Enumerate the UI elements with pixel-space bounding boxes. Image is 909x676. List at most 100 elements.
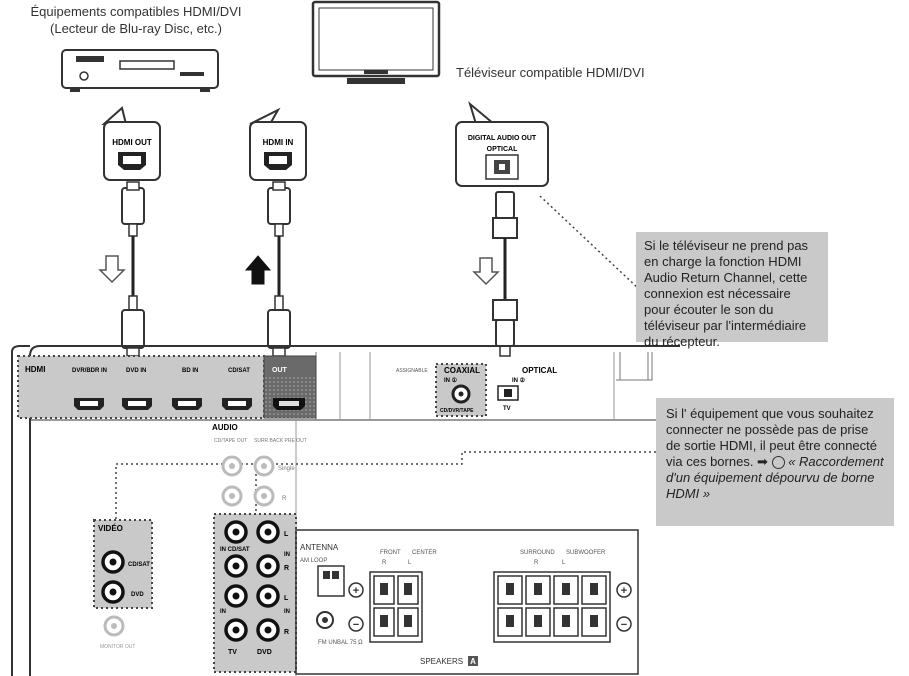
- source-device-sublabel: (Lecteur de Blu-ray Disc, etc.): [50, 21, 222, 36]
- coaxial-block: [435, 363, 487, 417]
- speaker-terminal-block-surround: [493, 571, 611, 643]
- panel-surround-l-label: L: [562, 560, 566, 566]
- rca-jack-icon: [256, 618, 280, 642]
- am-loop-post: [323, 571, 330, 579]
- plus-icon: +: [348, 582, 364, 598]
- hdmi-port-icon: [122, 398, 152, 410]
- panel-speakers-label: SPEAKERS: [420, 657, 463, 666]
- panel-monitor-out-label: MONITOR OUT: [100, 644, 135, 650]
- speaker-panel: [295, 529, 639, 675]
- panel-dvr-bdr-in-label: DVR/BDR IN: [72, 368, 107, 374]
- panel-front-r-label: R: [382, 560, 387, 566]
- am-loop-post: [332, 571, 339, 579]
- am-loop-terminal: [317, 565, 345, 597]
- panel-l-label: L: [284, 595, 289, 602]
- hdmi-in-bubble: HDMI IN: [249, 107, 307, 181]
- hdmi-port-icon: [172, 398, 202, 410]
- rca-jack-icon: [101, 580, 125, 604]
- panel-coaxial-sub-label: CD/DVR/TAPE: [440, 408, 474, 414]
- panel-r-label: R: [284, 565, 289, 572]
- panel-out-label: OUT: [272, 367, 288, 374]
- no-hdmi-note-text: Si l' équipement que vous souhaitez conn…: [666, 406, 877, 469]
- panel-video-cd-sat-label: CD/SAT: [128, 562, 150, 568]
- panel-optical-in-label: IN ②: [512, 377, 526, 384]
- minus-icon: −: [348, 616, 364, 632]
- hdmi-input-block: HDMI DVR/BDR IN DVD IN BD IN CD/SAT: [17, 355, 265, 419]
- bluray-player-icon: [61, 49, 219, 92]
- panel-dvd-label: DVD: [257, 649, 272, 656]
- arc-note-text: Si le téléviseur ne prend pas en charge …: [644, 238, 809, 349]
- panel-in-label: IN: [284, 552, 290, 558]
- no-hdmi-note-leader: [115, 451, 656, 520]
- rca-jack-icon: [256, 584, 280, 608]
- panel-coaxial-in-label: IN ①: [444, 377, 458, 384]
- plus-label: +: [353, 585, 359, 597]
- minus-label: −: [353, 619, 359, 631]
- panel-am-loop-label: AM LOOP: [300, 558, 327, 564]
- panel-in-label: IN: [284, 609, 290, 615]
- plus-icon: +: [616, 582, 632, 598]
- panel-r-label: R: [282, 496, 287, 502]
- rca-jack-icon: [101, 550, 125, 574]
- arrow-down-icon: [98, 255, 126, 284]
- panel-hdmi-label: HDMI: [25, 365, 45, 374]
- panel-surround-r-label: R: [534, 560, 539, 566]
- panel-in-label: IN: [220, 609, 226, 615]
- panel-front-label: FRONT: [380, 550, 401, 556]
- rca-jack-icon: [224, 618, 248, 642]
- rca-jack-icon: [256, 520, 280, 544]
- panel-cd-sat-label: CD/SAT: [228, 368, 250, 374]
- hdmi-port-icon: [273, 398, 305, 410]
- rca-jack-icon: [224, 520, 248, 544]
- arc-note: Si le téléviseur ne prend pas en charge …: [636, 232, 828, 349]
- no-hdmi-note-reference: « Raccordement d'un équipement dépourvu …: [666, 454, 884, 501]
- hdmi-output-block: OUT: [263, 355, 317, 419]
- rca-jack-icon: [224, 554, 248, 578]
- coaxial-jack-icon: [451, 384, 471, 404]
- page-ref-icon: [771, 456, 785, 470]
- hdmi-cable-tv: [267, 181, 291, 357]
- plus-label: +: [621, 585, 627, 597]
- panel-audio-label: AUDIO: [212, 423, 238, 432]
- panel-bd-in-label: BD IN: [182, 368, 198, 374]
- panel-dvd-in-label: DVD IN: [126, 368, 146, 374]
- rca-jack-icon: [103, 615, 125, 637]
- panel-coaxial-label: COAXIAL: [444, 366, 480, 375]
- arc-note-leader: [539, 195, 641, 291]
- panel-r-label: R: [284, 629, 289, 636]
- panel-center-label: CENTER: [412, 550, 437, 556]
- tv-icon: [311, 0, 441, 84]
- source-device-label: Équipements compatibles HDMI/DVI: [30, 4, 242, 19]
- panel-video-label: VIDÉO: [98, 524, 123, 533]
- speakers-badge-label: A: [470, 657, 476, 666]
- hdmi-out-bubble: HDMI OUT: [101, 106, 161, 181]
- panel-in-cd-sat-label: IN CD/SAT: [220, 547, 250, 553]
- hdmi-cable-source: [121, 181, 145, 357]
- rca-jack-icon: [253, 455, 275, 477]
- rca-jack-icon: [224, 584, 248, 608]
- panel-assignable-label: ASSIGNABLE: [396, 368, 428, 374]
- arrow-down-icon: [472, 257, 500, 286]
- panel-subwoofer-label: SUBWOOFER: [566, 550, 606, 556]
- source-device-caption: Équipements compatibles HDMI/DVI (Lecteu…: [6, 3, 266, 37]
- hdmi-in-label: HDMI IN: [263, 138, 294, 147]
- panel-optical-label: OPTICAL: [522, 366, 557, 375]
- speakers-badge: [468, 656, 478, 666]
- hdmi-out-label: HDMI OUT: [112, 138, 152, 147]
- optical-bubble-label: OPTICAL: [487, 146, 518, 153]
- panel-l-label: L: [284, 531, 289, 538]
- panel-optical-tv-label: TV: [503, 406, 511, 412]
- digital-audio-out-bubble: DIGITAL AUDIO OUT OPTICAL: [455, 101, 549, 187]
- fm-jack-icon: [316, 611, 334, 629]
- optical-jack-icon: [497, 385, 519, 401]
- digital-audio-out-label: DIGITAL AUDIO OUT: [468, 135, 537, 142]
- minus-label: −: [621, 619, 627, 631]
- panel-cd-tape-out-label: CD/TAPE OUT: [214, 438, 247, 444]
- no-hdmi-note: Si l' équipement que vous souhaitez conn…: [656, 398, 894, 526]
- panel-antenna-label: ANTENNA: [300, 543, 339, 552]
- hdmi-port-icon: [74, 398, 104, 410]
- tv-caption: Téléviseur compatible HDMI/DVI: [456, 65, 645, 80]
- rca-jack-icon: [253, 485, 275, 507]
- speaker-terminal-block-front: [369, 571, 423, 643]
